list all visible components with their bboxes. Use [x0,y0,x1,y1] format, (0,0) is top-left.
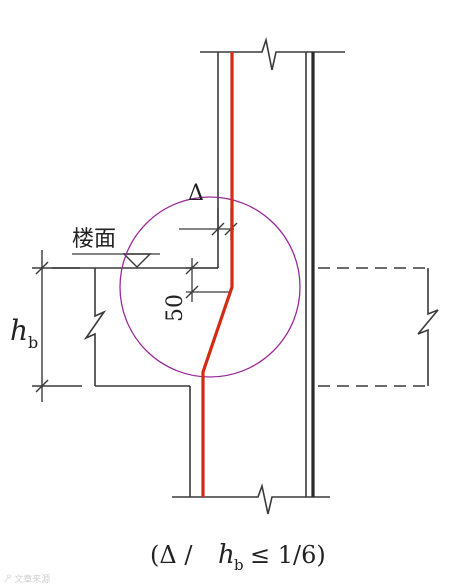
hb-label-h: h [10,314,28,347]
floor-label: 楼面 [72,227,116,252]
caption: (Δ / h b ≤ 1/6) [150,540,326,574]
caption-h: h [218,540,235,570]
hb-label-sub: b [28,333,38,352]
left-beam [52,267,218,387]
cranked-rebar [201,52,234,497]
column-outline [172,36,345,515]
hb-tick-top [35,261,49,275]
caption-sub: b [234,556,244,574]
fifty-tick-top [185,261,199,275]
caption-rest: ≤ 1/6) [250,541,326,569]
caption-open: (Δ / [150,541,193,569]
hb-dimension [32,250,82,402]
fifty-tick-bottom [185,285,199,299]
fifty-label: 50 [163,294,188,322]
right-beam-break-line [417,268,439,386]
detail-circle [119,196,301,378]
fifty-dimension [185,258,230,302]
hb-tick-bottom [35,379,49,393]
delta-label: Δ [188,181,204,206]
beam-break-line [83,268,107,386]
delta-dimension [179,208,238,240]
right-beam-dashed [318,267,428,387]
bottom-break-line [172,483,330,515]
delta-tick-left [211,222,225,236]
floor-level-marker-icon [122,253,152,268]
top-break-line [200,36,345,71]
watermark: 🝯 文章来源 [4,573,50,585]
hb-label: h b [10,314,38,352]
